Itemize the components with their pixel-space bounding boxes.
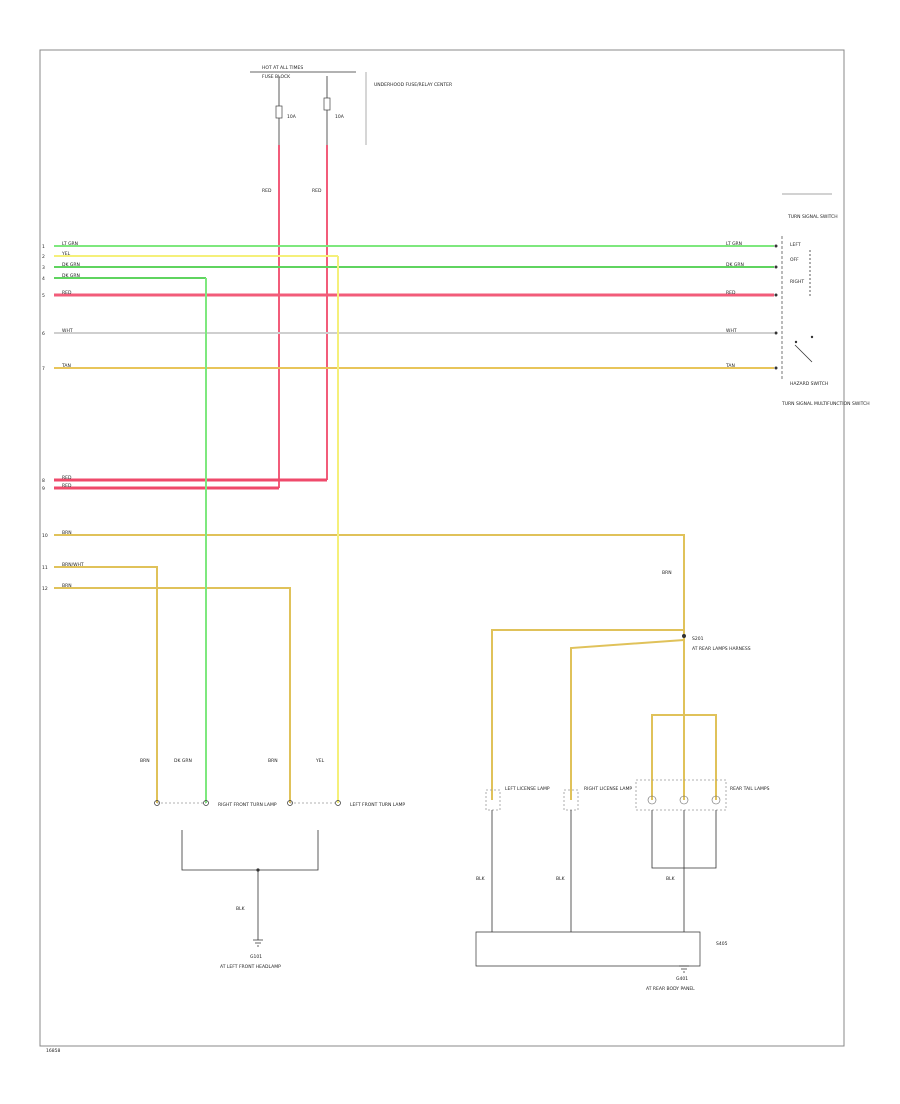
front-ground-note: AT LEFT FRONT HEADLAMP (220, 964, 281, 970)
rear-ground-id: G401 (676, 976, 688, 982)
lower-wire-5 (54, 587, 291, 803)
fuse-block: HOT AT ALL TIMES FUSE BLOCK UNDERHOOD FU… (250, 65, 452, 194)
lower-pin-1: 8 (42, 478, 45, 484)
fuse-right-label: 10A (335, 114, 345, 120)
bus-pin-3: 3 (42, 265, 45, 271)
rear-ground-wire-label-1: BLK (476, 876, 486, 882)
front-turn-lamps: BRN DK GRN BRN YEL RIGHT FRONT TURN LAMP… (140, 256, 405, 970)
fuse-left-wire-label: RED (262, 188, 272, 194)
bus-pin-5: 5 (42, 293, 45, 299)
bus-label-6: WHT (62, 328, 73, 334)
lower-wire-3 (54, 534, 685, 540)
bus-terminal-3 (774, 265, 778, 269)
lower-label-2: RED (62, 483, 72, 489)
right-license-lamp-label: RIGHT LICENSE LAMP (584, 786, 632, 792)
bus-terminal-6 (774, 331, 778, 335)
lower-pin-5: 12 (42, 586, 48, 592)
lower-wire-4 (54, 566, 158, 803)
rear-lamps: BRN S201 AT REAR LAMPS HARNESS LEFT LICE… (475, 535, 770, 992)
front-ground-id: G101 (250, 954, 262, 960)
bus-label-2: YEL (61, 251, 71, 257)
rear-ground-splice: S405 (716, 941, 728, 947)
rear-wire-left-license (491, 629, 684, 800)
fuse-right-wire-label: RED (312, 188, 322, 194)
switch-pos-right: RIGHT (790, 279, 804, 285)
rear-tail-lamps-label: REAR TAIL LAMPS (730, 786, 770, 792)
page-id: 16858 (46, 1048, 60, 1054)
rear-ground-wire-label-2: BLK (556, 876, 566, 882)
lamp-wire-label-3: BRN (268, 758, 278, 764)
lower-pin-2: 9 (42, 486, 45, 492)
bus-label-right-3: DK GRN (726, 262, 744, 268)
bus-pin-2: 2 (42, 254, 45, 260)
bus-label-4: DK GRN (62, 273, 80, 279)
fuse-right-symbol (323, 97, 331, 111)
bus-pin-4: 4 (42, 276, 45, 282)
switch-footer: TURN SIGNAL MULTIFUNCTION SWITCH (781, 401, 870, 407)
fuse-box-label: FUSE BLOCK (262, 74, 291, 80)
bus-pin-1: 1 (42, 244, 45, 250)
switch-pos-left: LEFT (790, 242, 801, 248)
lower-pin-4: 11 (42, 565, 48, 571)
lower-label-1: RED (62, 475, 72, 481)
rear-wire-right-license (570, 639, 685, 800)
bus-label-1: LT GRN (62, 241, 78, 247)
bus-terminal-5 (774, 293, 778, 297)
turn-signal-switch: TURN SIGNAL SWITCH LEFT OFF RIGHT HAZARD… (781, 193, 870, 407)
lower-label-5: BRN (62, 583, 72, 589)
lower-pin-3: 10 (42, 533, 48, 539)
switch-pos-off: OFF (790, 257, 799, 263)
fuse-note: UNDERHOOD FUSE/RELAY CENTER (374, 82, 452, 88)
front-ground-wire-label: BLK (236, 906, 246, 912)
bus-pin-7: 7 (42, 366, 45, 372)
fuse-left-symbol (275, 105, 283, 119)
bus-label-3: DK GRN (62, 262, 80, 268)
rear-tail-branch (651, 714, 717, 800)
diagram-frame (39, 49, 845, 1047)
bus-label-right-1: LT GRN (726, 241, 742, 247)
fuse-title: HOT AT ALL TIMES (262, 65, 303, 71)
rear-feed-wire-label: BRN (662, 570, 672, 576)
bus-wires: 1 LT GRN LT GRN 2 YEL 3 DK GRN DK GRN 4 DK GRN 5 RE… (42, 241, 778, 372)
left-license-lamp-label: LEFT LICENSE LAMP (505, 786, 550, 792)
bus-terminal-7 (774, 366, 778, 370)
right-front-lamp-label: RIGHT FRONT TURN LAMP (218, 802, 277, 808)
bus-label-7: TAN (61, 363, 71, 369)
bus-pin-6: 6 (42, 331, 45, 337)
fuse-left-label: 10A (287, 114, 297, 120)
rear-ground-wire-label-3: BLK (666, 876, 676, 882)
lower-label-3: BRN (62, 530, 72, 536)
rear-splice-id: S201 (692, 636, 704, 642)
bus-label-5: RED (62, 290, 72, 296)
bus-terminal-1 (774, 244, 778, 248)
left-front-lamp-label: LEFT FRONT TURN LAMP (350, 802, 405, 808)
bus-label-right-6: WHT (726, 328, 737, 334)
lamp-wire-label-2: DK GRN (174, 758, 192, 764)
lower-label-4: BRN/WHT (62, 562, 84, 568)
bus-label-right-7: TAN (725, 363, 735, 369)
lamp-wire-label-4: YEL (315, 758, 325, 764)
switch-lower-label: HAZARD SWITCH (790, 381, 828, 387)
lamp-wire-label-1: BRN (140, 758, 150, 764)
rear-splice-note: AT REAR LAMPS HARNESS (692, 646, 751, 652)
switch-header: TURN SIGNAL SWITCH (787, 214, 838, 220)
rear-ground-note: AT REAR BODY PANEL (646, 986, 695, 992)
bus-label-right-5: RED (726, 290, 736, 296)
